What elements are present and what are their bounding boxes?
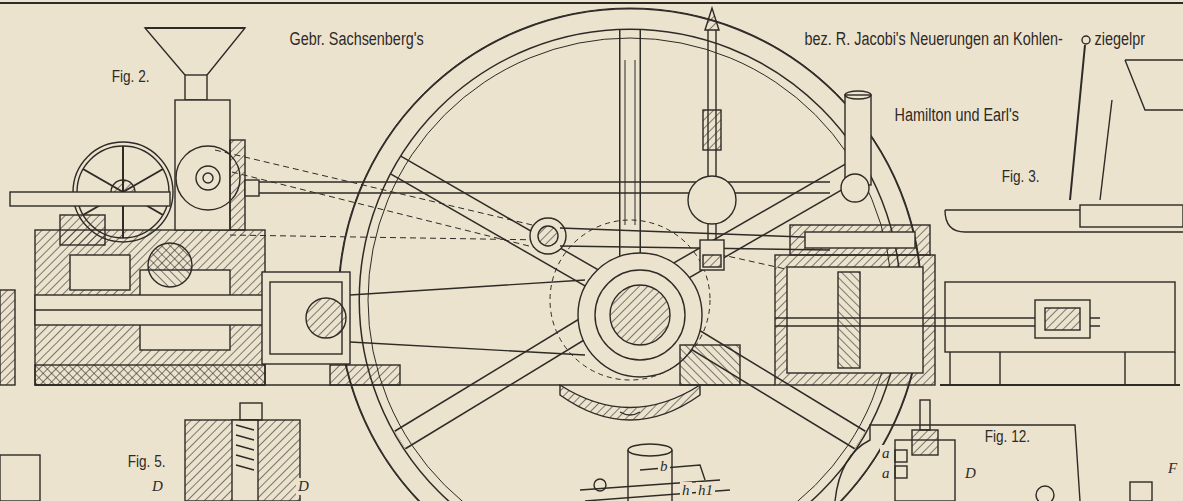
part-letter: D (150, 478, 165, 495)
part-letter: D (296, 478, 311, 495)
header-text: bez. R. Jacobi's Neuerungen an Kohlen- (803, 30, 1064, 50)
part-letter: D (963, 465, 978, 482)
part-letter: h1 (696, 482, 715, 499)
figure-label: Fig. 2. (110, 68, 151, 86)
part-letter: h (680, 482, 692, 499)
header-text: Gebr. Sachsenberg's (288, 30, 425, 50)
part-letter: F (1166, 460, 1179, 477)
figure-label: Fig. 12. (983, 428, 1032, 446)
header-text: ziegelpr (1093, 30, 1147, 50)
part-letter: b (658, 458, 670, 475)
figure-label: Fig. 3. (1000, 168, 1041, 186)
header-text: Hamilton und Earl's (893, 106, 1021, 126)
part-letter: a (880, 445, 892, 462)
part-letter: a (880, 465, 892, 482)
figure-label: Fig. 5. (126, 453, 167, 471)
